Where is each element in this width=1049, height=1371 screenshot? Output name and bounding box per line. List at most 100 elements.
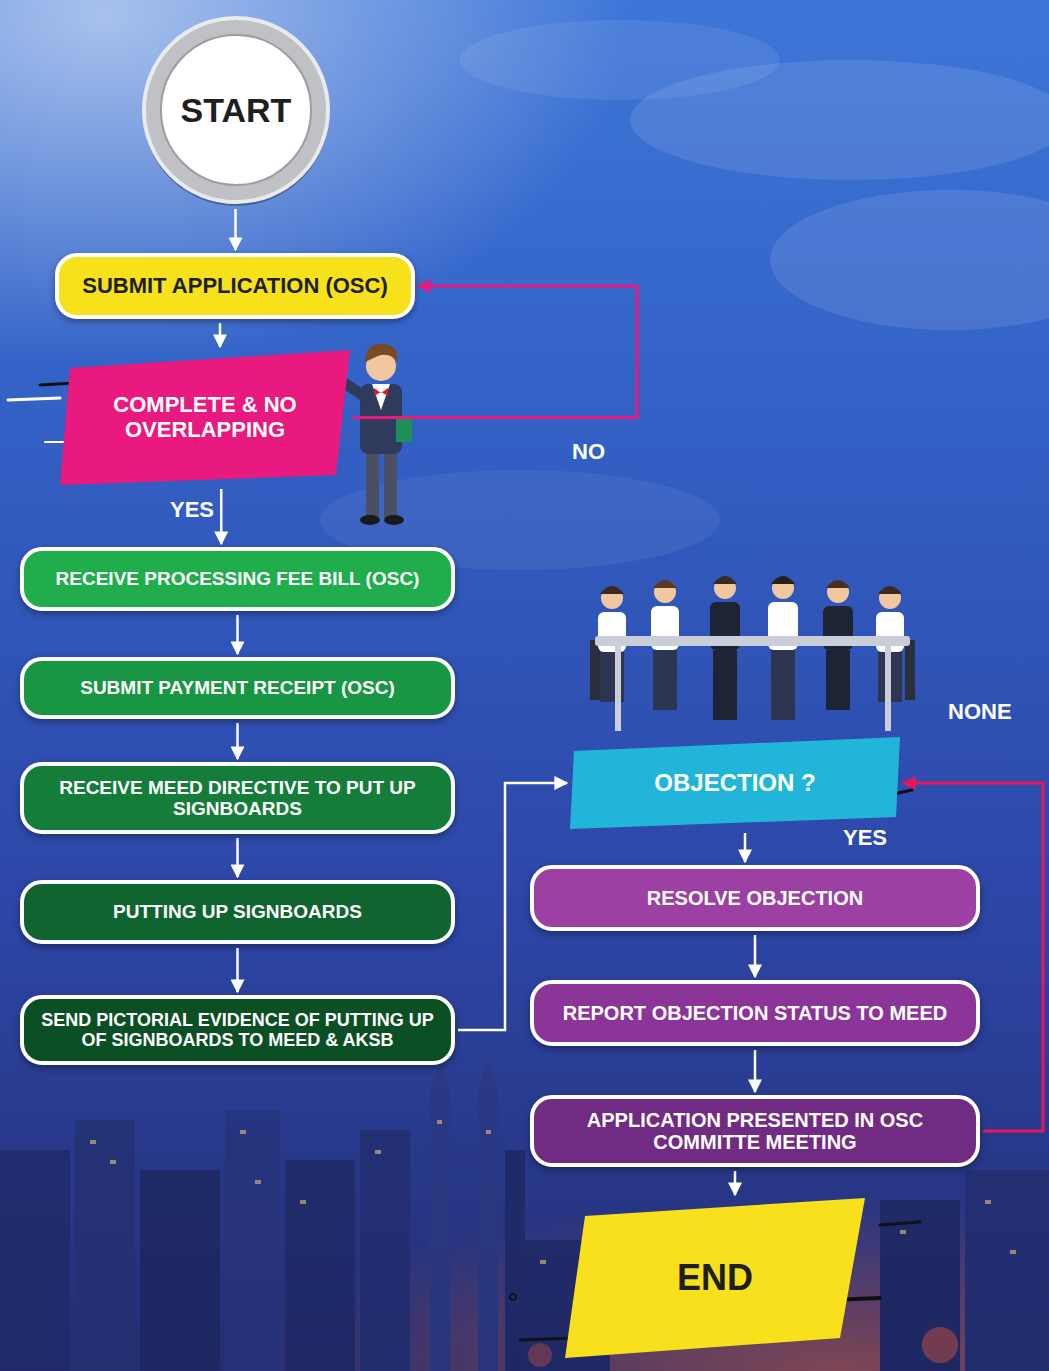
- city-skyline: [0, 1150, 70, 1371]
- face: [161, 35, 311, 185]
- node-text: COMPLETE & NO OVERLAPPING: [110, 393, 300, 442]
- person: [879, 587, 901, 609]
- flow-arrow: [903, 783, 1043, 1131]
- process-box: SUBMIT PAYMENT RECEIPT (OSC): [20, 657, 455, 719]
- process-box: APPLICATION PRESENTED IN OSC COMMITTE ME…: [530, 1095, 980, 1167]
- flow-arrow: [236, 948, 239, 992]
- flow-arrow: [236, 723, 239, 759]
- node-text: PUTTING UP SIGNBOARDS: [113, 901, 362, 922]
- meeting-illustration: [590, 576, 915, 731]
- shape-fill: [570, 737, 900, 829]
- city-skyline: [255, 1180, 261, 1184]
- edge-label: NONE: [948, 700, 1012, 724]
- process-box: RESOLVE OBJECTION: [530, 865, 980, 931]
- chair: [905, 640, 915, 700]
- table: [595, 636, 910, 731]
- table: [615, 646, 621, 731]
- flow-arrow: [734, 1171, 737, 1195]
- city-skyline: [900, 1230, 906, 1234]
- city-skyline: [478, 1060, 498, 1371]
- edge-label: YES: [170, 498, 214, 522]
- person: [710, 576, 740, 720]
- table: [595, 636, 910, 646]
- decor-dashes: [880, 1222, 920, 1225]
- city-skyline: [446, 1150, 482, 1158]
- node-text: RECEIVE MEED DIRECTIVE TO PUT UP SIGNBOA…: [38, 777, 437, 820]
- businessman-illustration: [366, 450, 379, 518]
- edge-label: YES: [843, 826, 887, 850]
- flow-arrow: [754, 1050, 757, 1092]
- person: [826, 650, 850, 710]
- node-text: OBJECTION ?: [654, 770, 815, 797]
- flow-arrow: [220, 489, 223, 544]
- businessman-illustration: [396, 418, 412, 442]
- city-skyline: [0, 1060, 1049, 1371]
- businessman-illustration: [374, 388, 388, 396]
- businessman-illustration: [372, 384, 390, 410]
- businessman-illustration: [365, 344, 397, 362]
- decision-box: OBJECTION ?: [570, 737, 900, 829]
- city-skyline: [300, 1200, 306, 1204]
- city-skyline: [240, 1130, 246, 1134]
- person: [771, 576, 795, 584]
- person: [601, 587, 623, 609]
- flow-arrow: [754, 935, 757, 977]
- businessman-illustration: [384, 515, 404, 525]
- node-text: RESOLVE OBJECTION: [647, 887, 863, 909]
- flow-arrow: [219, 323, 222, 347]
- person: [768, 576, 798, 720]
- end-shape: END: [565, 1198, 865, 1358]
- flow-arrow: [236, 838, 239, 877]
- node-text: START: [181, 91, 292, 129]
- shape-fill: [565, 1198, 865, 1358]
- process-box: RECEIVE MEED DIRECTIVE TO PUT UP SIGNBOA…: [20, 762, 455, 834]
- person: [714, 577, 736, 599]
- person: [654, 581, 676, 603]
- person: [827, 581, 849, 603]
- sky: [0, 0, 1049, 700]
- process-box: RECEIVE PROCESSING FEE BILL (OSC): [20, 547, 455, 611]
- node-text: END: [677, 1258, 753, 1298]
- city-skyline: [985, 1200, 991, 1204]
- person: [713, 650, 737, 720]
- businessman-illustration: [384, 450, 397, 518]
- city-skyline: [140, 1170, 220, 1371]
- decision-box: COMPLETE & NO OVERLAPPING: [60, 350, 350, 485]
- decor-dashes: [520, 1338, 575, 1340]
- city-skyline: [90, 1140, 96, 1144]
- city-skyline: [75, 1120, 135, 1371]
- city-skyline: [922, 1327, 958, 1363]
- process-box: SEND PICTORIAL EVIDENCE OF PUTTING UP OF…: [20, 995, 455, 1065]
- shape-fill: [60, 350, 350, 485]
- ring: [144, 18, 328, 202]
- process-box: SUBMIT APPLICATION (OSC): [55, 253, 415, 319]
- flow-arrow: [236, 615, 239, 654]
- city-skyline: [360, 1130, 410, 1371]
- node-text: SEND PICTORIAL EVIDENCE OF PUTTING UP OF…: [38, 1010, 437, 1050]
- process-box: REPORT OBJECTION STATUS TO MEED: [530, 980, 980, 1046]
- node-text: RECEIVE PROCESSING FEE BILL (OSC): [56, 568, 420, 589]
- start-circle: START: [141, 15, 331, 205]
- chair: [590, 640, 915, 700]
- city-skyline: [110, 1160, 116, 1164]
- city-skyline: [486, 1130, 491, 1134]
- city-skyline: [880, 1200, 960, 1371]
- city-skyline: [528, 1343, 552, 1367]
- flow-arrow: [744, 833, 747, 862]
- person: [771, 650, 795, 720]
- city-skyline: [965, 1170, 1049, 1371]
- person: [772, 577, 794, 599]
- person: [600, 586, 624, 594]
- city-skyline: [375, 1150, 381, 1154]
- sky: [460, 20, 780, 100]
- city-skyline: [1010, 1250, 1016, 1254]
- node-text: SUBMIT PAYMENT RECEIPT (OSC): [80, 677, 395, 698]
- person: [878, 586, 902, 594]
- person: [653, 650, 677, 710]
- city-skyline: [285, 1160, 355, 1371]
- city-skyline: [437, 1120, 442, 1124]
- person: [713, 576, 737, 584]
- businessman-illustration: [360, 515, 380, 525]
